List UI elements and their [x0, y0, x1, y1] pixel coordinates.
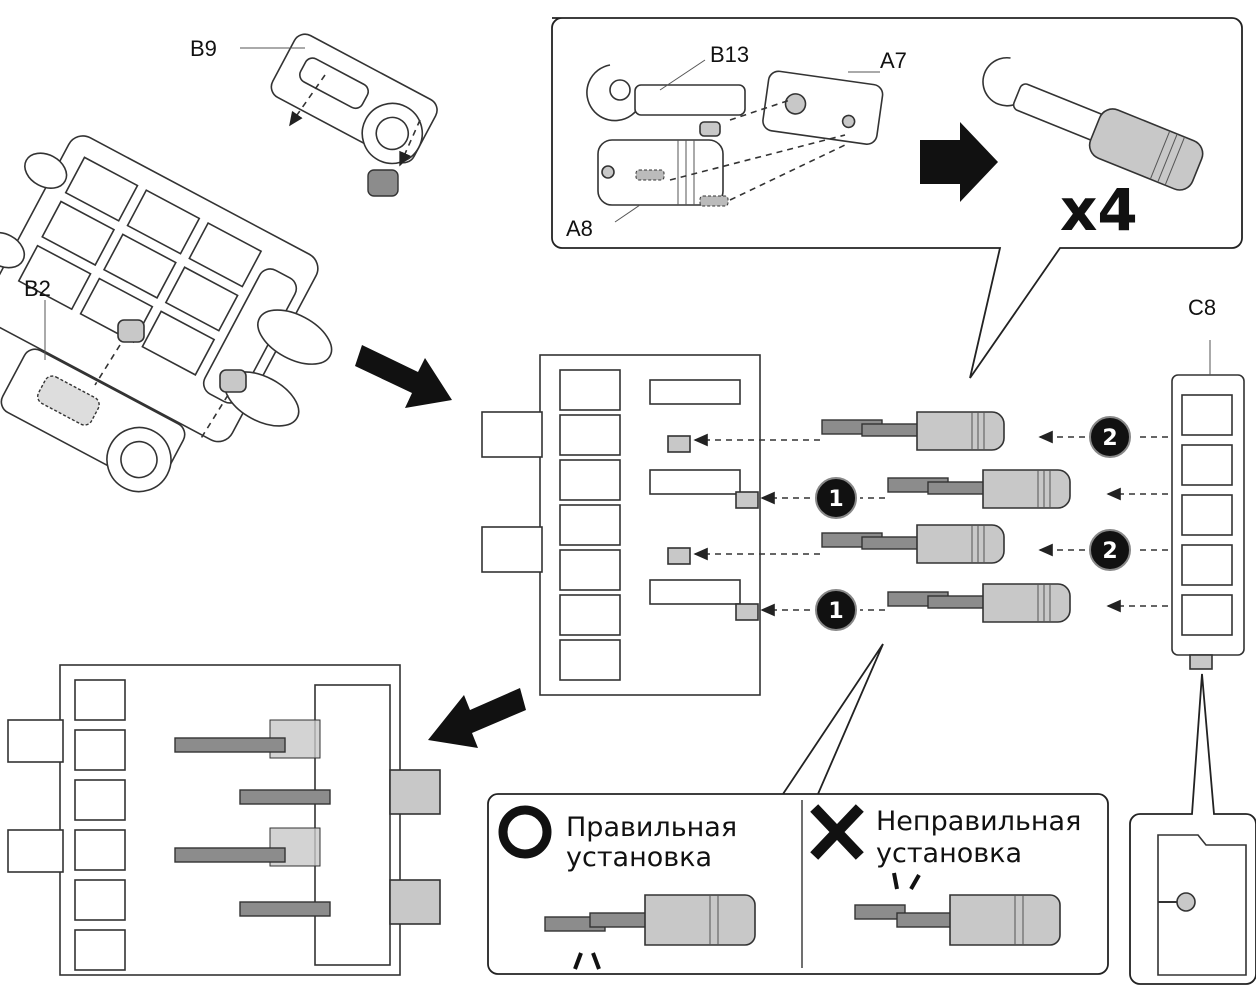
multiplier-x4: x4: [1060, 176, 1138, 244]
label-a8: A8: [566, 216, 593, 241]
correct-circle-icon: [498, 805, 552, 859]
leg-assembled: [7, 664, 441, 976]
step-badge-2-bottom: 2: [1089, 529, 1131, 571]
label-b2: B2: [24, 276, 51, 301]
leg-block-center: [481, 354, 761, 696]
step-badge-2-top: 2: [1089, 416, 1131, 458]
leg-exploded-assembly: [0, 33, 438, 493]
step-badge-1-bottom: 1: [815, 589, 857, 631]
svg-text:2: 2: [1102, 426, 1117, 451]
step-arrow-right: [355, 345, 452, 408]
legend-correct-line2: установка: [566, 842, 712, 873]
legend-wrong-line2: установка: [876, 838, 1022, 869]
step-arrow-left: [428, 688, 526, 748]
svg-text:1: 1: [828, 599, 843, 624]
subassembly-panel: [551, 17, 1243, 379]
legend-wrong-line1: Неправильная: [876, 806, 1081, 837]
wrong-cross-icon: [810, 804, 864, 860]
label-a7: A7: [880, 48, 907, 73]
label-b13: B13: [710, 42, 749, 67]
c8-plate: [1171, 340, 1245, 670]
c8-detail-callout: [1129, 673, 1256, 985]
step-badge-1-top: 1: [815, 477, 857, 519]
svg-text:1: 1: [828, 487, 843, 512]
legend-correct-line1: Правильная: [566, 812, 737, 843]
label-c8: C8: [1188, 295, 1216, 320]
install-legend-panel: [487, 643, 1109, 975]
label-b9: B9: [190, 36, 217, 61]
svg-text:2: 2: [1102, 539, 1117, 564]
